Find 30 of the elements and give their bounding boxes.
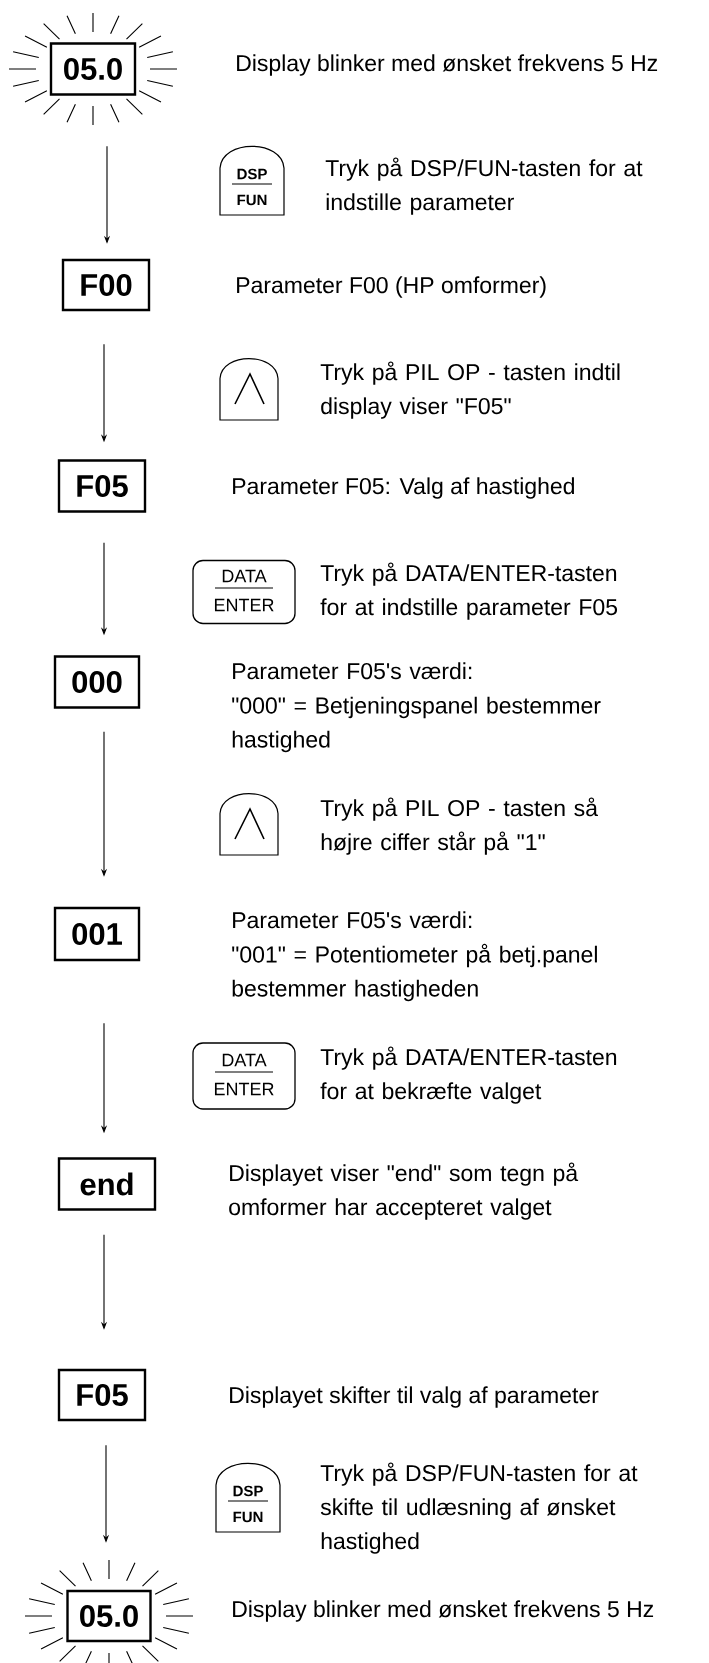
description-text: Tryk på PIL OP - tasten så højre ciffer står på "1" [320,797,598,855]
description-text: Parameter F00 (HP omformer) [237,276,546,298]
description-text: Tryk på DSP/FUN-tasten for at indstille parameter [325,157,643,215]
key-button [219,793,279,856]
description-text: Displayet viser "end" som tegn på omformer har accepteret valget [229,1162,579,1220]
description-text: Parameter F05: Valg af hastighed [233,477,574,499]
description-text: Displayet skifter til valg af parameter [230,1386,599,1408]
description-text: Display blinker med ønsket frekvens 5 Hz [233,1600,654,1622]
description-text: Tryk på DATA/ENTER-tasten for at indstille parameter F05 [320,562,618,620]
key-button: DSP FUN [215,1462,281,1533]
description-text: Parameter F05's værdi: [233,911,472,929]
description-text: "000" = Betjeningspanel bestemmer hastighed [232,696,601,753]
display-box: F00 [61,258,151,312]
description-text: Display blinker med ønsket frekvens 5 Hz [237,54,658,76]
display-box: 001 [53,906,141,962]
display-box: end [57,1157,157,1211]
description-text: Tryk på DSP/FUN-tasten for at skifte til udlæsning af ønsket hastighed [320,1462,638,1554]
flashing-display: 05.0 [24,1559,194,1663]
description-text: Tryk på PIL OP - tasten indtil display viser "F05" [320,361,620,419]
description-text: "001" = Potentiometer på betj.panel bestemmer hastigheden [232,943,597,1002]
display-box: F05 [57,1368,147,1422]
display-box: 000 [53,655,141,709]
display-box: F05 [57,459,147,513]
key-button: DSP FUN [219,145,285,216]
key-button [219,358,279,421]
description-text: Parameter F05's værdi: [233,662,472,680]
description-text: Tryk på DATA/ENTER-tasten for at bekræfte valget [320,1046,617,1104]
key-button: DATA ENTER [192,559,296,625]
flashing-display: 05.0 [8,12,178,126]
key-button: DATA ENTER [192,1042,296,1110]
